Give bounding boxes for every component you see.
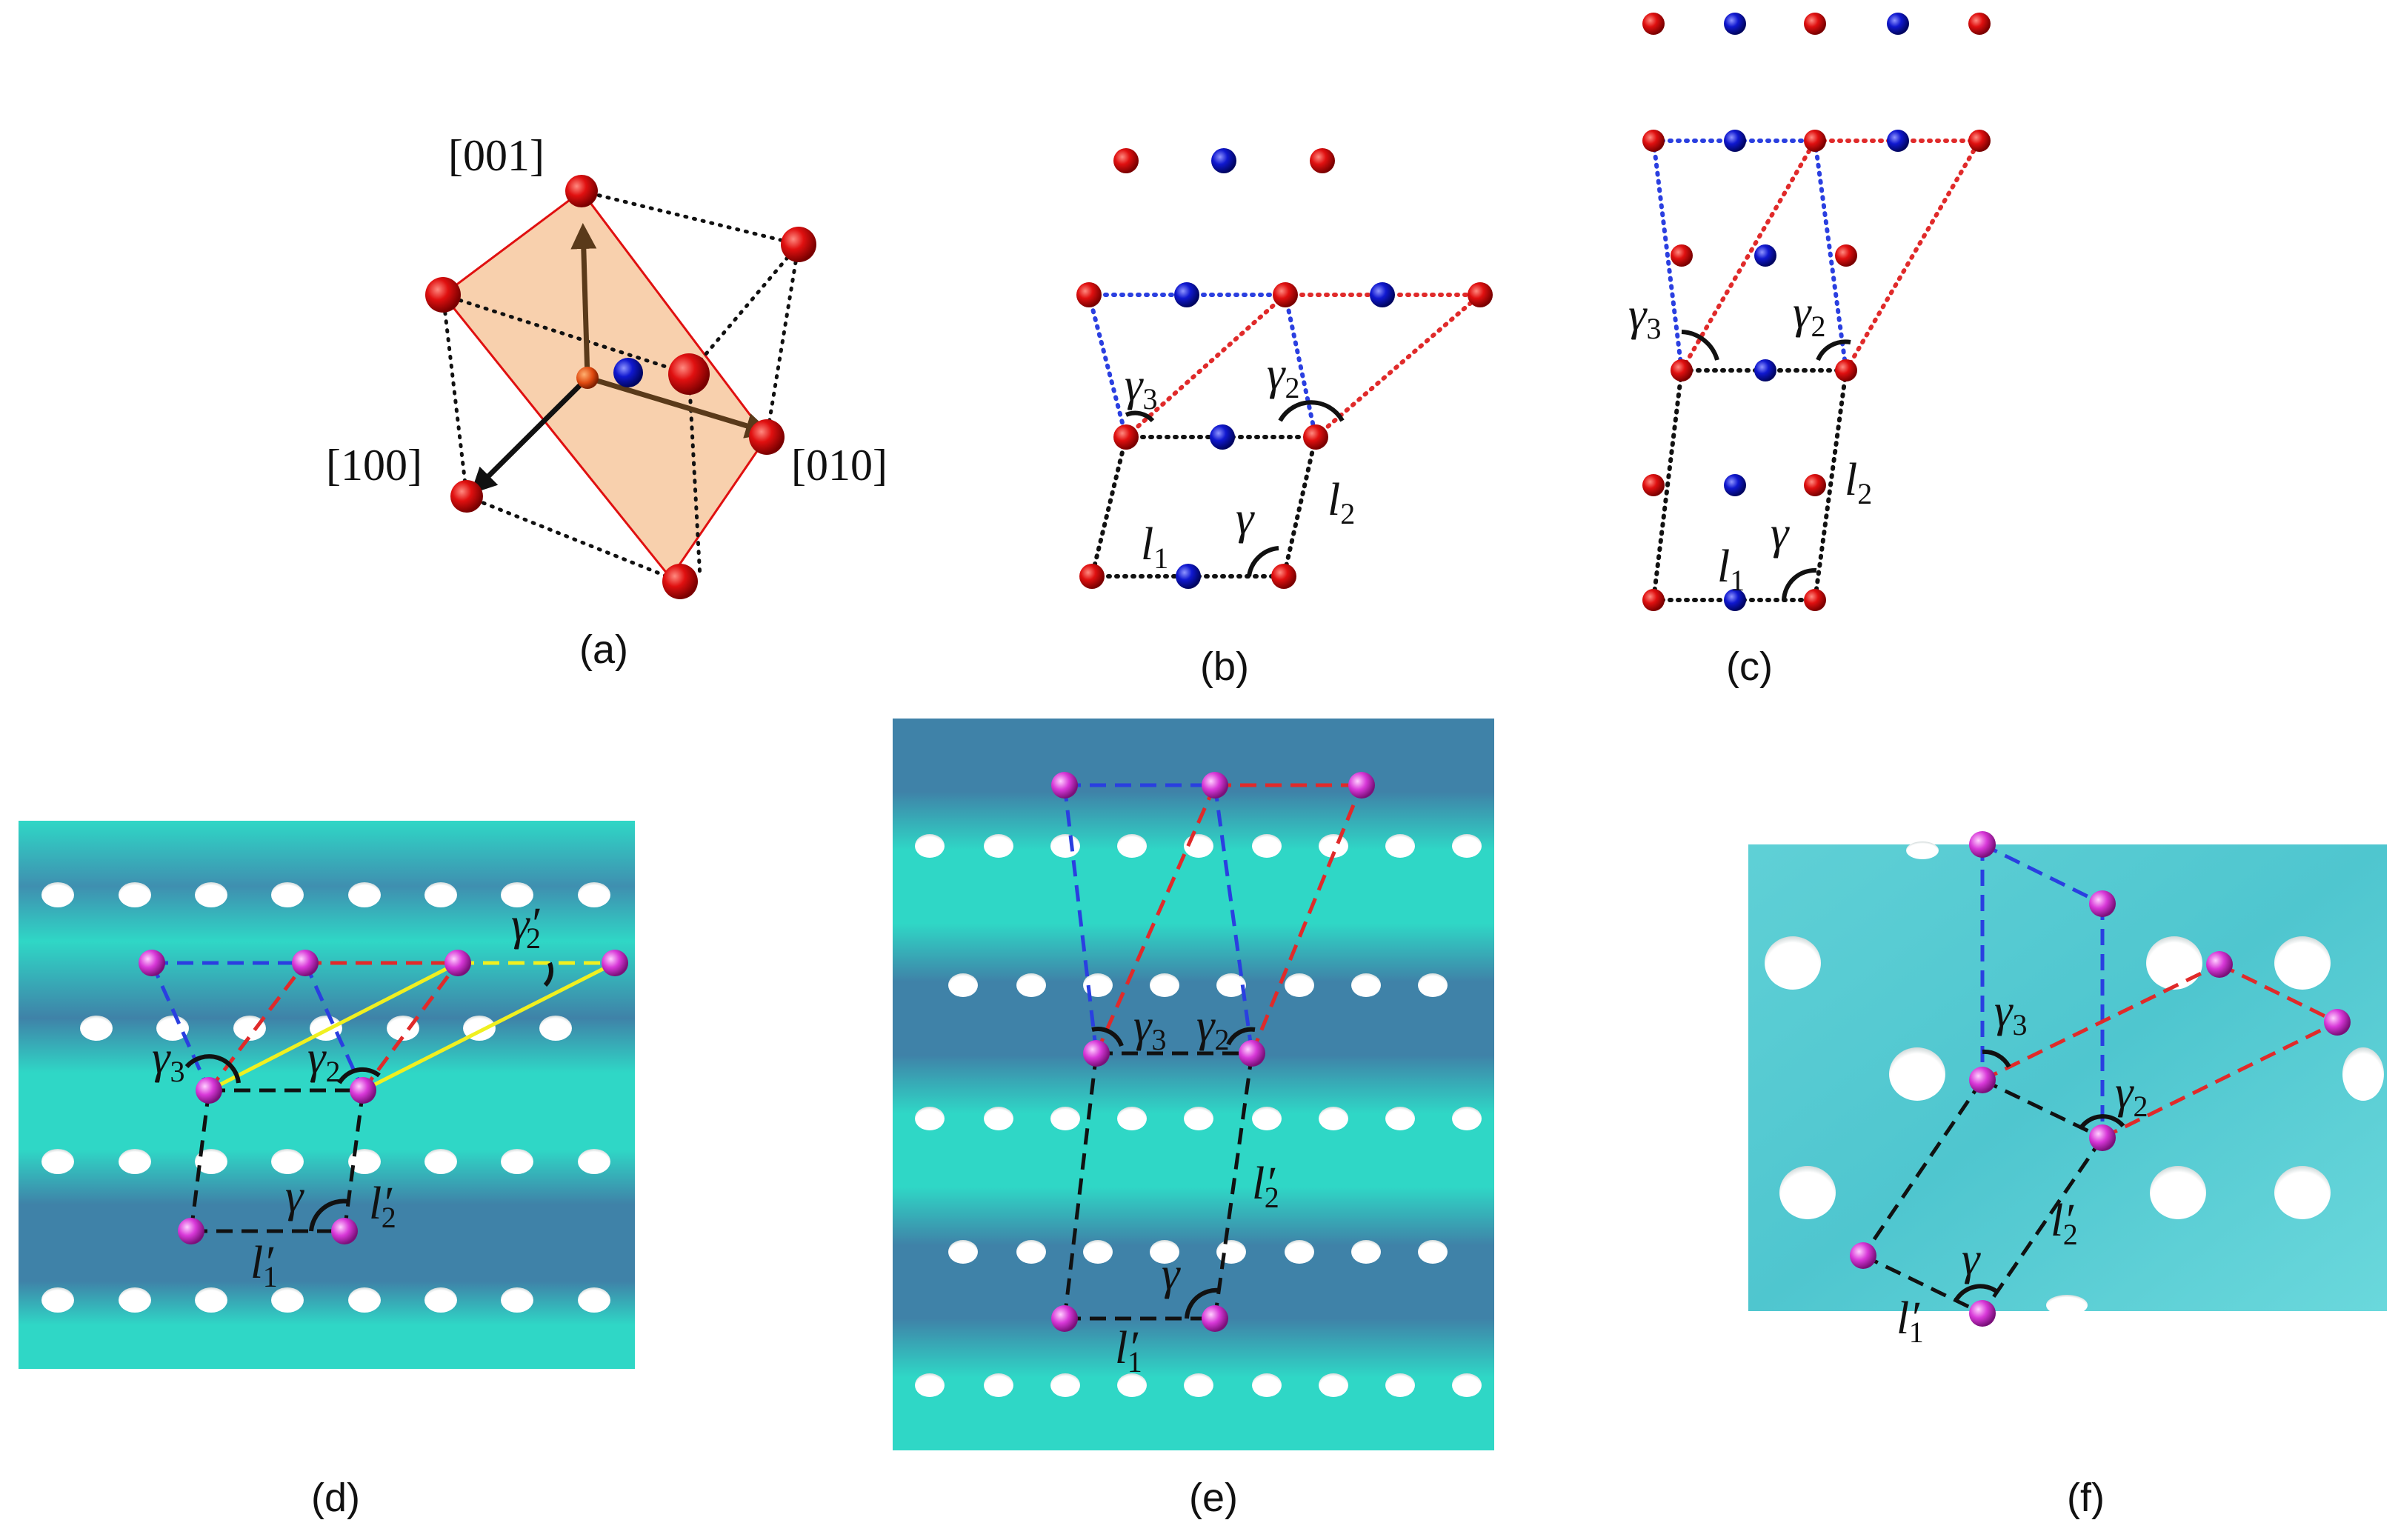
direction-arrows	[470, 223, 772, 494]
atom-sphere-icon	[662, 564, 698, 599]
gamma3-label: γ3	[1628, 290, 1661, 345]
direction-arrow-icon	[586, 375, 772, 439]
gamma3-label: γ3	[1125, 360, 1157, 416]
angle-arc-icon	[337, 1067, 381, 1084]
angle-arc-icon	[1782, 567, 1817, 601]
atom-sphere-icon	[668, 353, 710, 395]
atom-sphere-icon	[613, 358, 643, 387]
gamma-label: γ	[1962, 1234, 1981, 1284]
atom-sphere-icon	[425, 277, 461, 313]
angle-arc-icon	[543, 961, 553, 987]
gamma2-label: γ2	[1793, 287, 1825, 343]
panel-e: γ3 γ2 γ l′1 l′2 (e)	[893, 719, 1494, 1520]
gamma3-label: γ3	[152, 1033, 184, 1088]
atoms-c	[1642, 13, 1991, 611]
angle-arc-icon	[1982, 1049, 2011, 1068]
l2-label: l′2	[1252, 1159, 1279, 1214]
l2-label: l2	[1328, 475, 1355, 530]
caption-e: (e)	[1189, 1476, 1238, 1520]
atoms-b	[1076, 148, 1493, 589]
atoms-d	[139, 950, 628, 1244]
atom-sphere-icon	[781, 227, 816, 262]
gamma-label: γ	[1236, 493, 1255, 544]
surface-map-f	[1748, 844, 2387, 1311]
atoms-f	[1850, 831, 2351, 1327]
angle-arc-icon	[1681, 330, 1719, 361]
gamma-label: γ	[1771, 508, 1790, 559]
angle-arc-icon	[1816, 339, 1851, 361]
l1-label: l′1	[1896, 1293, 1924, 1349]
panel-f: γ3 γ2 γ l′1 l′2 (f)	[1748, 831, 2387, 1520]
gamma-label: γ	[285, 1171, 304, 1221]
angle-arc-icon	[184, 1054, 241, 1084]
gamma2-label: γ2	[2115, 1067, 2148, 1123]
gamma3-label: γ3	[1133, 1001, 1166, 1056]
angle-arc-icon	[309, 1199, 349, 1232]
angle-arc-icon	[1226, 1027, 1256, 1046]
panel-c: γ3 γ2 γ l1 l2 (c)	[1628, 13, 1991, 689]
panel-b: γ3 γ2 γ l1 l2 (b)	[1076, 148, 1493, 689]
caption-b: (b)	[1200, 644, 1249, 689]
caption-f: (f)	[2067, 1476, 2105, 1520]
gamma2-label: γ2	[1267, 349, 1299, 404]
surface-map-d	[19, 821, 635, 1369]
l2-label: l′2	[2051, 1196, 2078, 1251]
gamma-label: γ	[1162, 1249, 1181, 1299]
caption-a: (a)	[579, 627, 628, 672]
l1-label: l1	[1141, 519, 1168, 575]
direction-arrow-icon	[470, 376, 590, 494]
angle-arc-icon	[1247, 546, 1279, 577]
panel-d: γ3 γ2 γ′2 γ l′1 l′2 (d)	[19, 821, 635, 1520]
atom-sphere-icon	[576, 367, 599, 389]
angle-arc-icon	[1954, 1284, 1999, 1302]
direction-label-001: [001]	[448, 131, 544, 180]
l1-label: l′1	[1115, 1323, 1142, 1379]
l1-label: l1	[1717, 541, 1745, 597]
direction-label-010: [010]	[791, 441, 887, 490]
atom-sphere-icon	[450, 480, 483, 513]
direction-arrow-icon	[570, 223, 597, 379]
gamma2-label: γ2	[307, 1033, 340, 1088]
l1-label: l′1	[250, 1238, 278, 1293]
surface-holes-d	[41, 882, 610, 1313]
gamma2-label: γ2	[1196, 1001, 1229, 1056]
atom-sphere-icon	[749, 419, 785, 455]
l2-label: l2	[1845, 455, 1872, 510]
l2-label: l′2	[369, 1179, 396, 1234]
atoms-e	[1051, 772, 1375, 1332]
caption-c: (c)	[1726, 644, 1773, 689]
angle-arc-icon	[1185, 1287, 1220, 1319]
angle-arc-icon	[1091, 1027, 1124, 1047]
surface-map-e	[893, 719, 1494, 1450]
angle-arc-icon	[1125, 410, 1155, 423]
gamma2-prime-label: γ′2	[511, 899, 541, 955]
caption-d: (d)	[311, 1476, 360, 1520]
atom-sphere-icon	[565, 175, 598, 207]
direction-label-100: [100]	[326, 441, 422, 490]
angle-arc-icon	[1278, 400, 1345, 422]
atoms-a	[425, 175, 816, 599]
angle-arc-icon	[2078, 1114, 2125, 1130]
gamma3-label: γ3	[1994, 986, 2027, 1041]
surface-holes-f	[1765, 841, 2384, 1316]
panel-a: [001] [100] [010] (a)	[326, 131, 887, 672]
